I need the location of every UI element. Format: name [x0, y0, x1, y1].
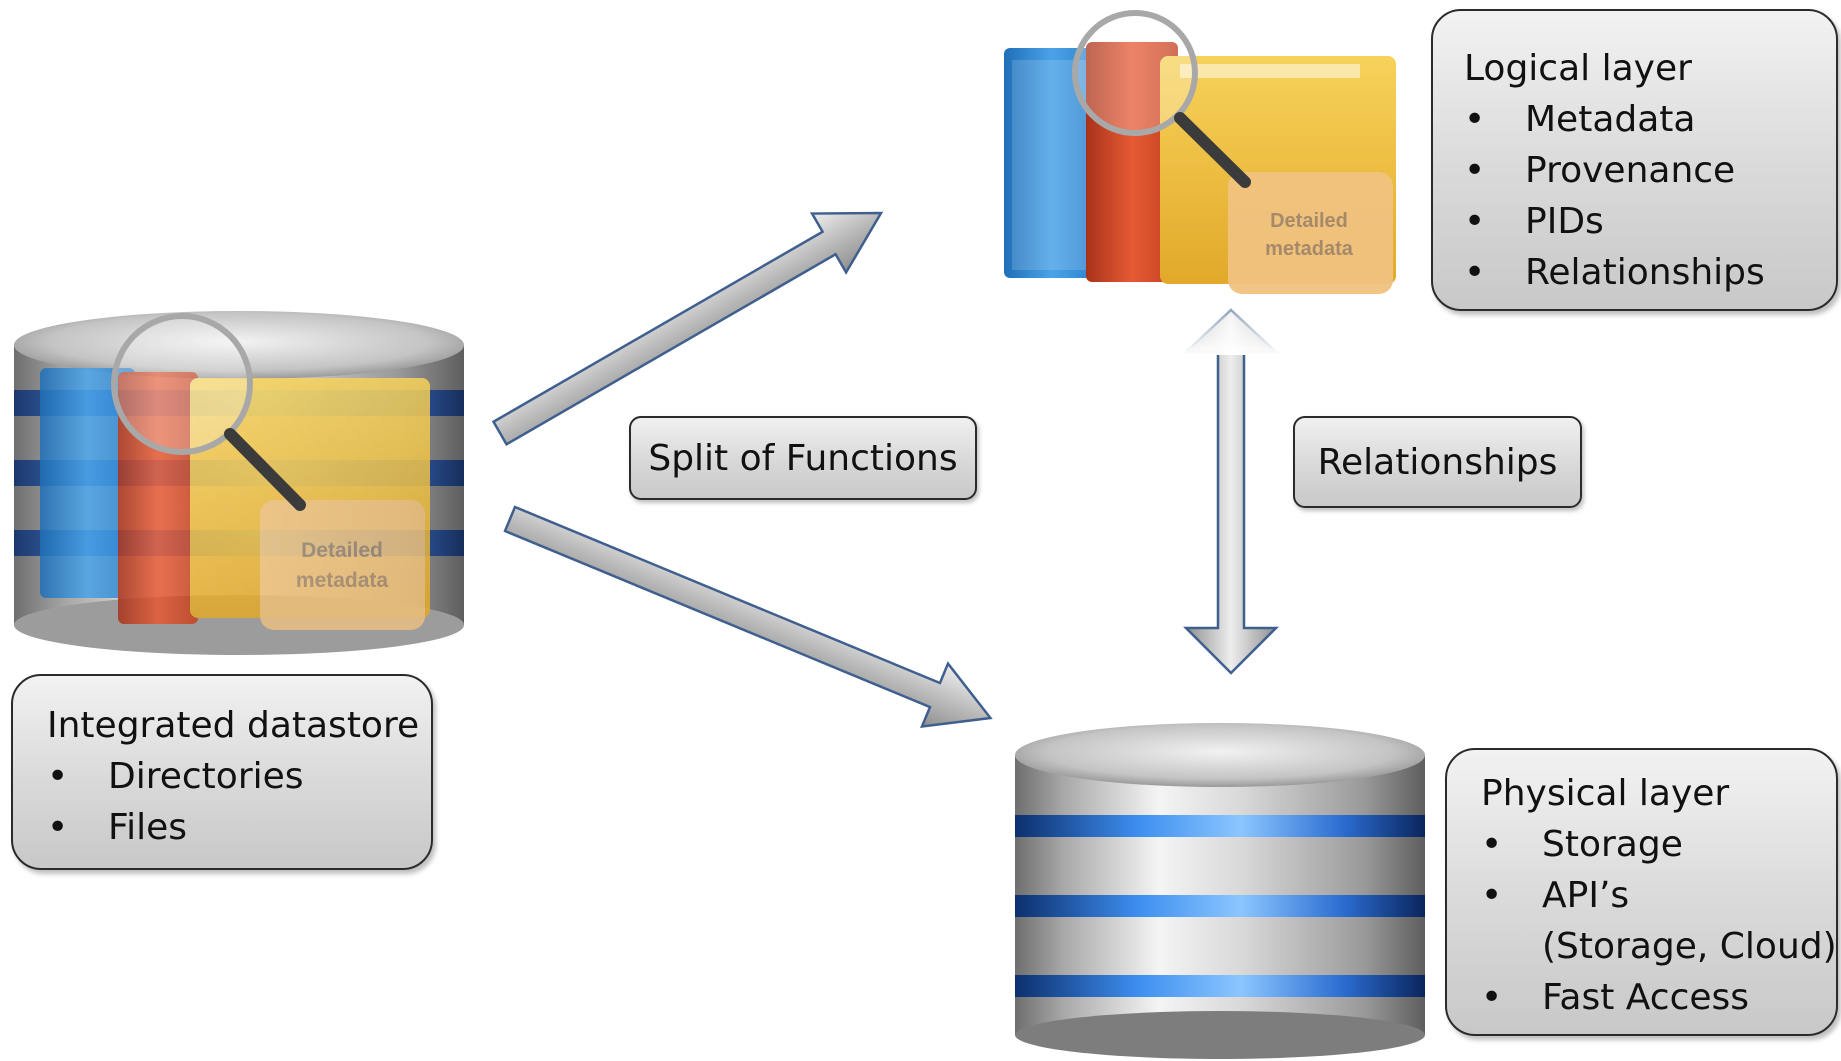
image-label-metadata: metadata [296, 569, 389, 592]
logical-layer-title: Logical layer [1464, 48, 1692, 89]
physical-layer-box: Physical layer Storage API’s (Storage, Cl… [1445, 748, 1838, 1036]
logical-layer-list: Metadata Provenance PIDs Relationships [1464, 94, 1816, 298]
list-item: PIDs [1464, 196, 1816, 247]
integrated-datastore-title: Integrated datastore [47, 705, 420, 746]
split-of-functions-label: Split of Functions [629, 416, 977, 500]
image-label-detailed: Detailed [1270, 210, 1348, 232]
image-label-detailed: Detailed [301, 539, 383, 562]
logical-layer-box: Logical layer Metadata Provenance PIDs R… [1431, 9, 1838, 311]
list-item: Files [47, 802, 411, 853]
list-item: Fast Access [1481, 972, 1830, 1023]
relationships-label: Relationships [1293, 416, 1582, 508]
physical-layer-title: Physical layer [1481, 773, 1730, 814]
physical-layer-list: Storage API’s (Storage, Cloud) Fast Acces… [1481, 819, 1837, 1023]
magnifier-icon [1072, 10, 1251, 188]
list-item: Provenance [1464, 145, 1816, 196]
double-arrow-icon [1182, 308, 1280, 675]
image-label-metadata: metadata [1265, 238, 1354, 260]
list-item: API’s (Storage, Cloud) [1481, 870, 1837, 972]
integrated-datastore-icon: Detailed metadata [14, 311, 464, 655]
list-item: Directories [47, 751, 411, 802]
list-item-text: Fast Access [1542, 977, 1750, 1018]
logical-folders-icon: Detailed metadata [1000, 10, 1400, 355]
arrow-to-logical-icon [491, 211, 884, 446]
magnifier-icon [111, 313, 306, 511]
list-item: Relationships [1464, 247, 1816, 298]
physical-database-icon [1015, 723, 1425, 1059]
folders-icon: Detailed metadata [1004, 42, 1396, 294]
integrated-datastore-list: Directories Files [47, 751, 411, 853]
list-item: Storage [1481, 819, 1830, 870]
integrated-datastore-box: Integrated datastore Directories Files [11, 674, 433, 870]
list-item: Metadata [1464, 94, 1816, 145]
list-item-text: API’s [1542, 875, 1630, 916]
list-item-continuation: (Storage, Cloud) [1542, 926, 1837, 967]
arrow-to-physical-icon [503, 505, 993, 728]
list-item-text: Storage [1542, 824, 1683, 865]
